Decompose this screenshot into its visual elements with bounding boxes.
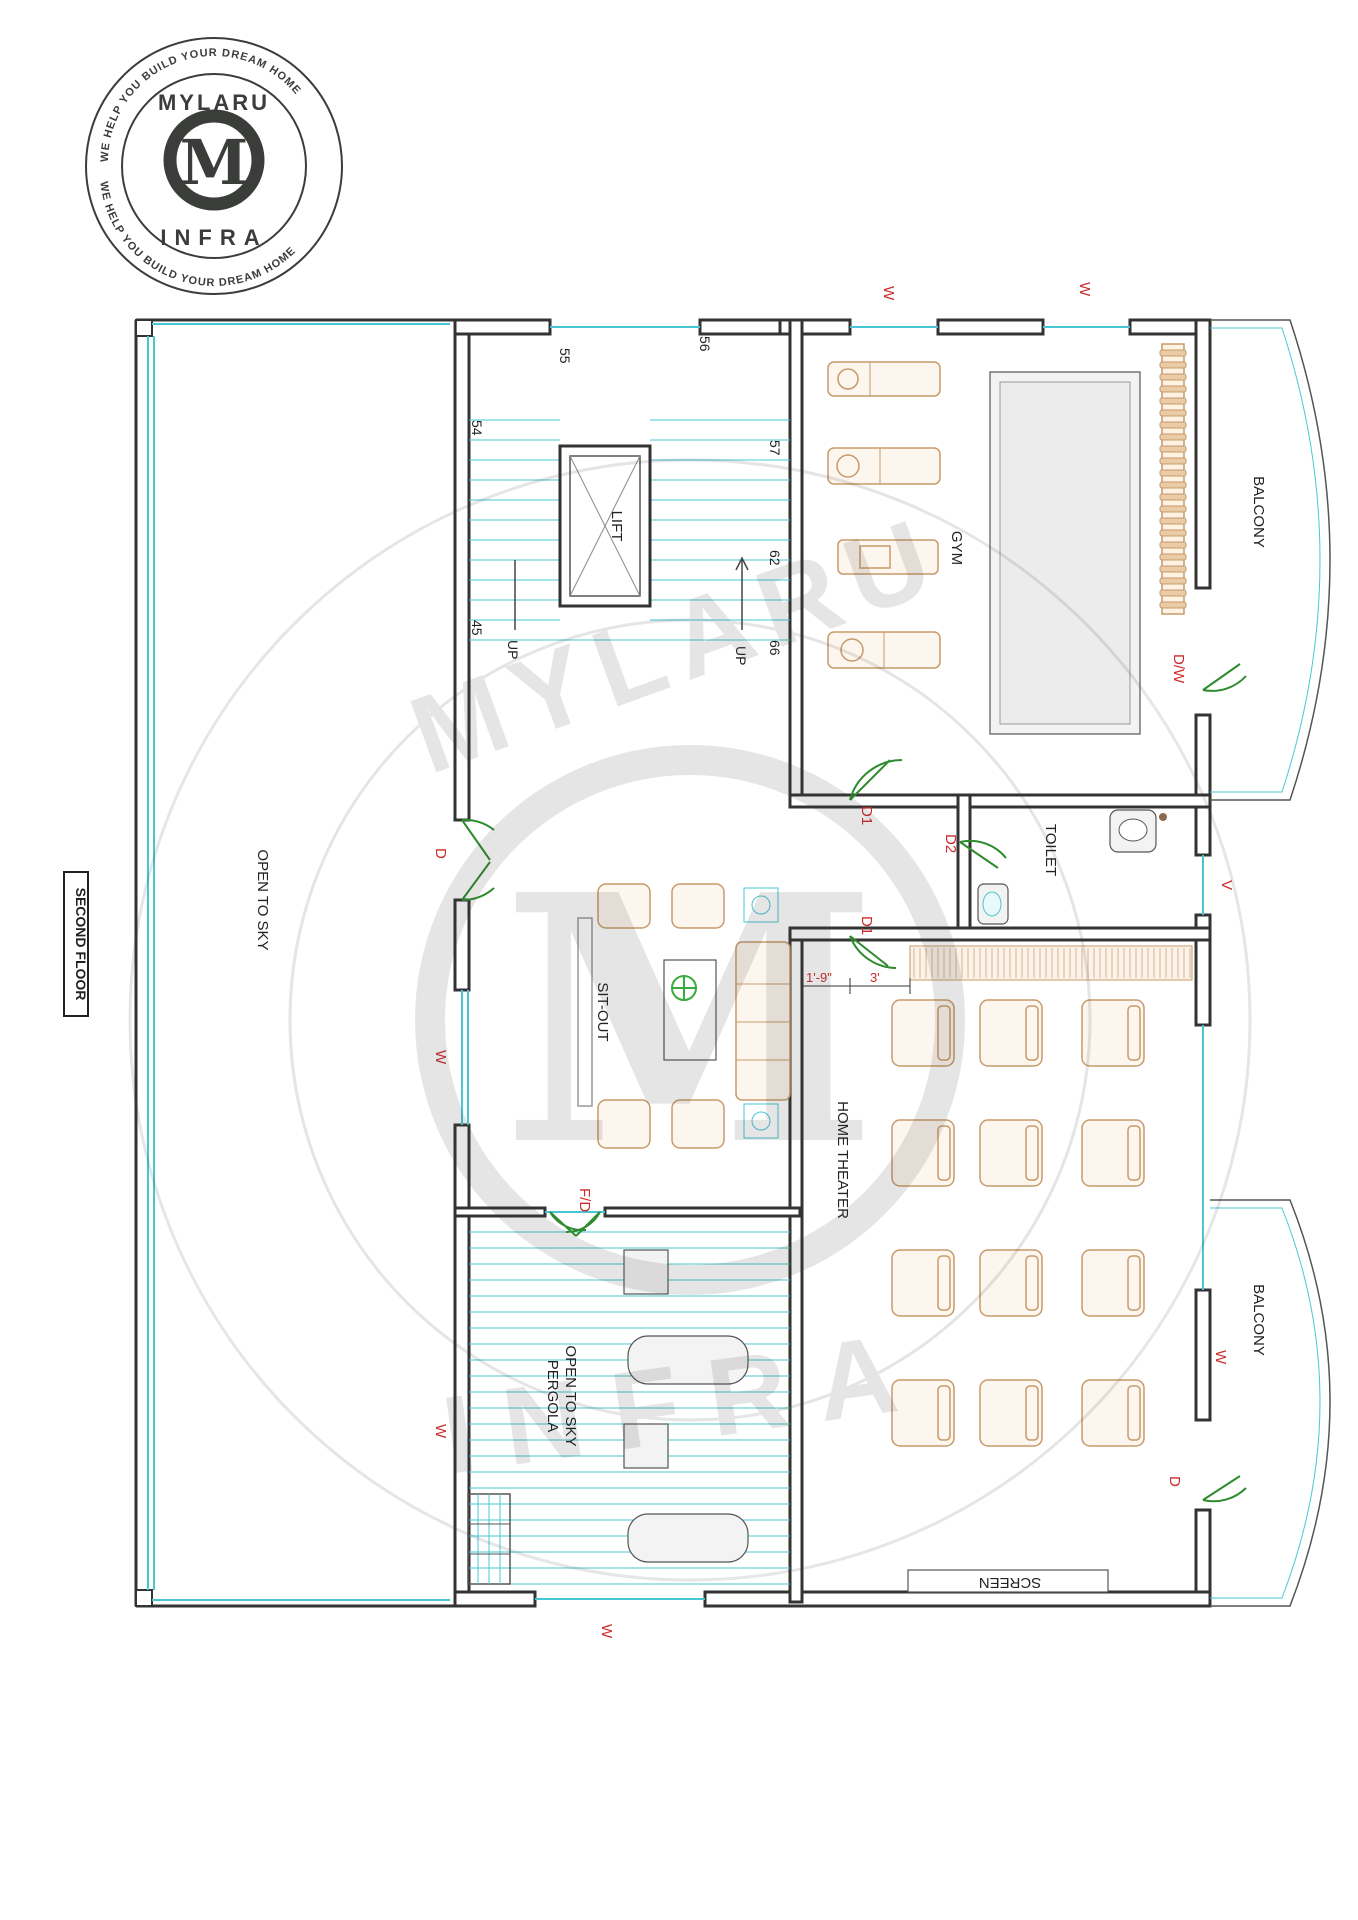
pergola-label-line1: OPEN TO SKY [562, 1345, 579, 1446]
label-w-right: W [1212, 1350, 1229, 1365]
toilet-label: TOILET [1042, 824, 1059, 876]
staircase: LIFT 55 56 54 57 62 45 66 UP UP [469, 336, 790, 665]
label-fd: F/D [576, 1188, 593, 1212]
stair-num-57: 57 [767, 440, 783, 456]
label-d2: D2 [942, 834, 959, 853]
logo-monogram: M [180, 126, 249, 199]
logo-sub: INFRA [160, 225, 267, 250]
dumbbell [1159, 517, 1187, 525]
theater-seat [979, 1249, 1043, 1317]
balcony-bottom-label: BALCONY [1250, 1284, 1267, 1356]
dumbbell [1159, 529, 1187, 537]
balcony-top: BALCONY [1210, 319, 1331, 801]
home-theater: HOME THEATER SCREEN [834, 945, 1193, 1593]
dumbbell [1159, 409, 1187, 417]
theater-seat [979, 1379, 1043, 1447]
sit-out: SIT-OUT [577, 883, 791, 1149]
dim-3: 3' [870, 970, 880, 985]
opening-labels: W W D/W D1 D2 V D1 D W W F/D W D W [432, 282, 1235, 1639]
open-to-sky-label: OPEN TO SKY [254, 849, 271, 950]
stair-up-right: UP [733, 646, 749, 665]
gym-machine [827, 447, 941, 485]
label-w-top-1: W [880, 286, 897, 301]
stair-num-56: 56 [697, 336, 713, 352]
balcony-top-label: BALCONY [1250, 476, 1267, 548]
dumbbell [1159, 481, 1187, 489]
pergola: OPEN TO SKY PERGOLA [467, 1231, 790, 1585]
label-w-top-2: W [1076, 282, 1093, 297]
dumbbell [1159, 505, 1187, 513]
dumbbell [1159, 469, 1187, 477]
screen-label: SCREEN [979, 1574, 1042, 1591]
theater-seat [1081, 1379, 1145, 1447]
stair-up-left: UP [505, 640, 521, 659]
dumbbell [1159, 541, 1187, 549]
dumbbell [1159, 373, 1187, 381]
dumbbell [1159, 457, 1187, 465]
stair-num-66: 66 [767, 640, 783, 656]
dumbbell [1159, 553, 1187, 561]
pergola-label-line2: PERGOLA [544, 1360, 561, 1433]
theater-seat [979, 999, 1043, 1067]
sit-out-label: SIT-OUT [594, 982, 611, 1041]
label-d-sitout: D [432, 848, 449, 859]
dim-1-9: 1'-9" [806, 970, 832, 985]
floor-label-text: SECOND FLOOR [73, 888, 89, 1001]
gym-machine [827, 631, 941, 669]
label-w-left-2: W [432, 1424, 449, 1439]
label-v: V [1218, 880, 1235, 890]
home-theater-label: HOME THEATER [834, 1101, 851, 1219]
dumbbell [1159, 349, 1187, 357]
stair-num-62: 62 [767, 550, 783, 566]
dimension-lines: 1'-9" 3' [802, 970, 911, 994]
dumbbell [1159, 397, 1187, 405]
dumbbell [1159, 445, 1187, 453]
theater-seat [1081, 1119, 1145, 1187]
theater-seat [891, 1249, 955, 1317]
theater-seat [1081, 999, 1145, 1067]
theater-seat [1081, 1249, 1145, 1317]
stair-num-45: 45 [469, 620, 485, 636]
dumbbell [1159, 589, 1187, 597]
stair-num-54: 54 [469, 420, 485, 436]
dumbbell [1159, 493, 1187, 501]
lift-label: LIFT [608, 511, 625, 542]
gym-machine [827, 361, 941, 397]
toilet: TOILET [977, 809, 1167, 925]
stair-num-55: 55 [557, 348, 573, 364]
building-outline [134, 318, 1212, 1608]
dumbbell [1159, 421, 1187, 429]
dumbbell [1159, 577, 1187, 585]
company-logo: WE HELP YOU BUILD YOUR DREAM HOME WE HEL… [85, 37, 343, 295]
theater-seat [891, 999, 955, 1067]
floor-label: SECOND FLOOR [63, 871, 89, 1017]
gym-label: GYM [948, 531, 965, 565]
label-d1-theater: D1 [858, 916, 875, 935]
dumbbell [1159, 361, 1187, 369]
dumbbell [1159, 601, 1187, 609]
theater-seat [891, 1379, 955, 1447]
gym-machine [837, 539, 939, 575]
label-w-left-1: W [432, 1050, 449, 1065]
gym: GYM [827, 343, 1187, 735]
dumbbell [1159, 433, 1187, 441]
label-dw: D/W [1170, 654, 1187, 684]
doors [461, 663, 1247, 1503]
theater-seat [891, 1119, 955, 1187]
label-d1-gym: D1 [858, 806, 875, 825]
balcony-bottom: BALCONY [1210, 1199, 1331, 1607]
theater-seat [979, 1119, 1043, 1187]
label-w-bottom: W [598, 1624, 615, 1639]
dumbbell [1159, 385, 1187, 393]
label-d-balcony: D [1166, 1476, 1183, 1487]
dumbbell [1159, 565, 1187, 573]
watermark-monogram: M [502, 822, 878, 1221]
